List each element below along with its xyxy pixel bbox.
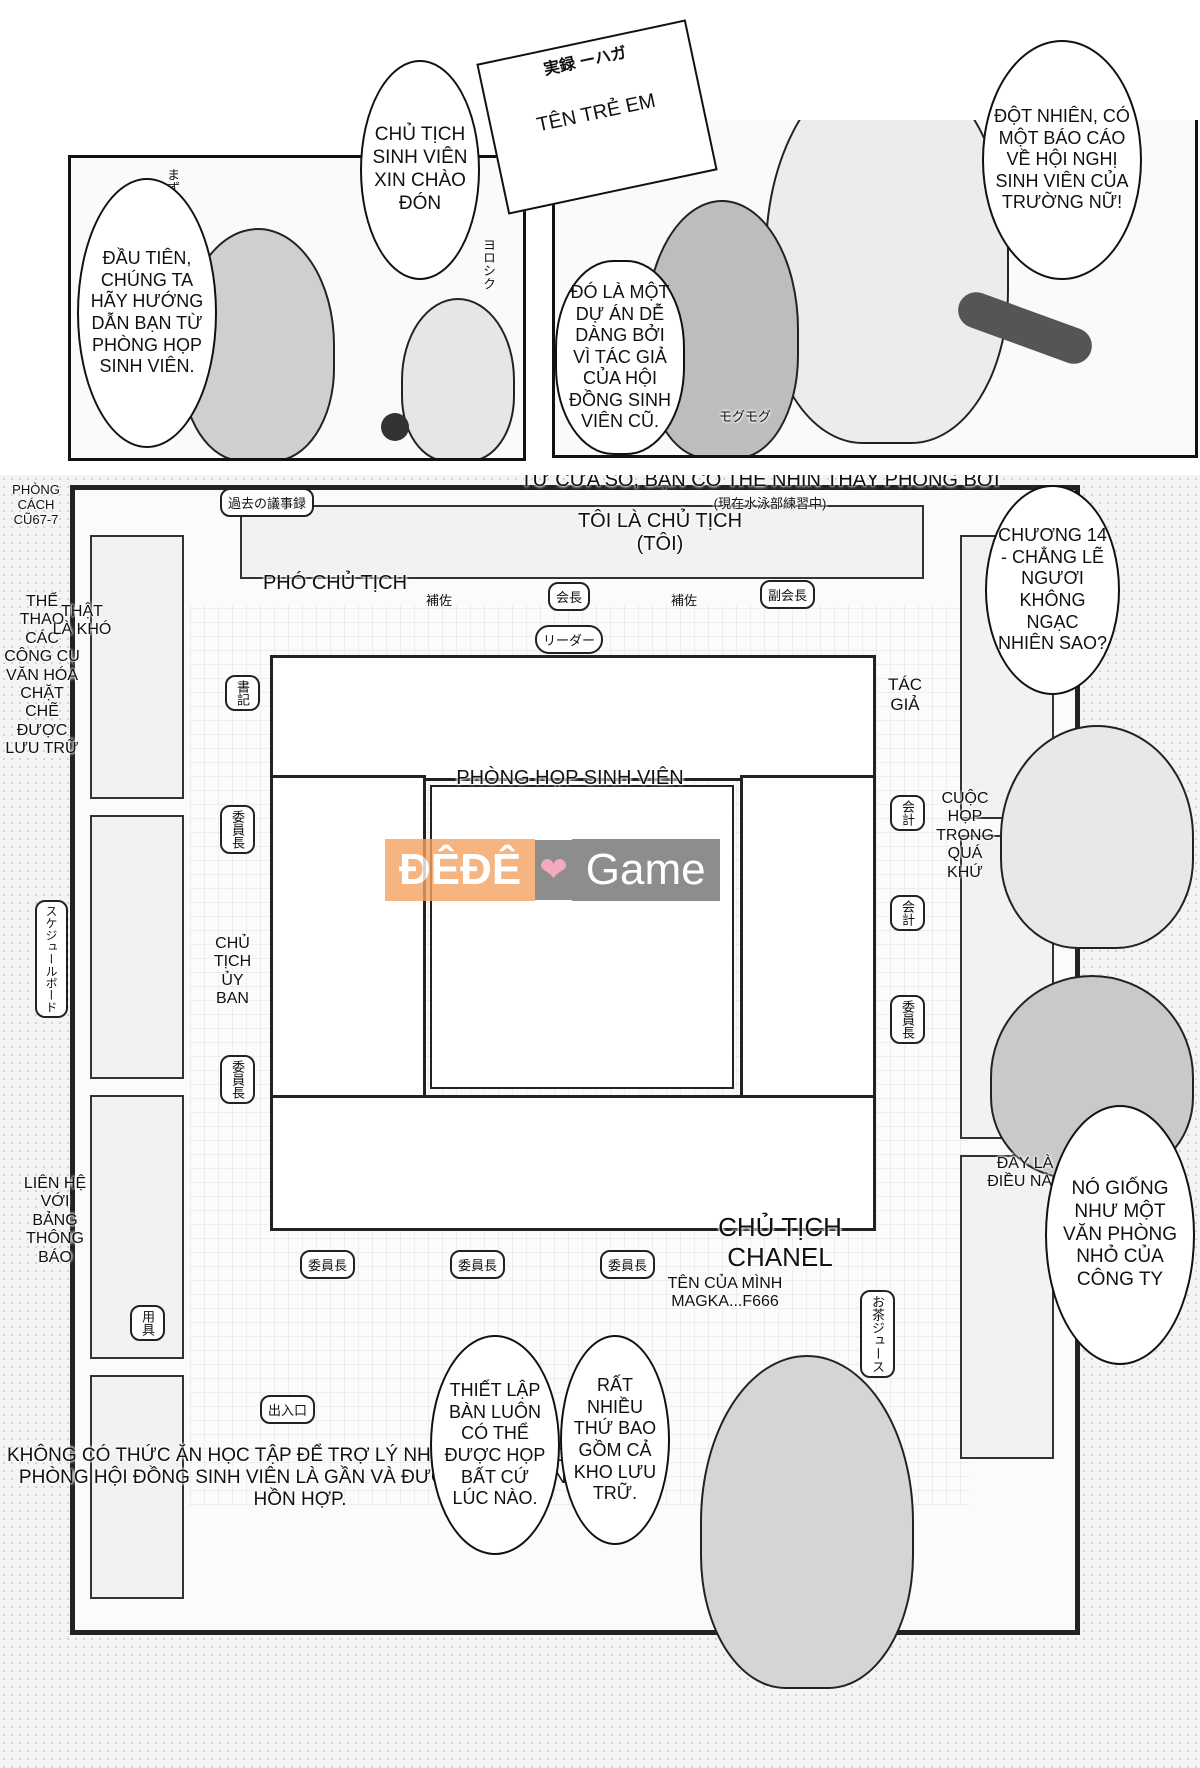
microphone-icon — [381, 413, 409, 441]
seat-member-bottom-2: 委員長 — [450, 1250, 506, 1279]
desk-right — [740, 775, 876, 1101]
committee-chair-label: CHỦ TỊCH ỦY BAN — [213, 935, 252, 1008]
speech-bubble-report: ĐỘT NHIÊN, CÓ MỘT BÁO CÁO VỀ HỘI NGHỊ SI… — [982, 40, 1142, 280]
desk-left — [270, 775, 426, 1101]
seat-accounting-1: 会計 — [890, 795, 925, 831]
name-label: TÊN CỦA MÌNH MAGKA...F666 — [667, 1275, 783, 1311]
speech-bubble-setup: THIẾT LẬP BÀN LUÔN CÓ THỂ ĐƯỢC HỌP BẤT C… — [430, 1335, 560, 1555]
president-self-label: TÔI LÀ CHỦ TỊCH (TÔI) — [577, 510, 743, 555]
speech-bubble-guide: ĐẦU TIÊN, CHÚNG TA HÃY HƯỚNG DẪN BẠN TỪ … — [77, 178, 217, 448]
past-meeting-label: CUỘC HỌP TRONG QUÁ KHỨ — [936, 790, 994, 881]
speech-bubble-chapter: CHƯƠNG 14 - CHẲNG LẼ NGƯƠI KHÔNG NGẠC NH… — [985, 485, 1120, 695]
seat-vice-president: 副会長 — [760, 580, 816, 609]
minutes-tag: 過去の議事録 — [220, 488, 315, 517]
desk-center-opening — [430, 785, 734, 1089]
seat-member-left-1: 委員長 — [220, 805, 255, 854]
room-title-label: PHÒNG HỌP SINH VIÊN — [456, 767, 684, 789]
seat-member-bottom-1: 委員長 — [300, 1250, 356, 1279]
sports-storage-label: THỂ THAO CÁC CÔNG CỤ VĂN HÓA CHẶT CHẼ ĐƯ… — [4, 593, 80, 758]
left-shelf-2 — [90, 815, 184, 1079]
left-shelf-4 — [90, 1375, 184, 1599]
speech-bubble-office: NÓ GIỐNG NHƯ MỘT VĂN PHÒNG NHỎ CỦA CÔNG … — [1045, 1105, 1195, 1365]
seat-member-left-2: 委員長 — [220, 1055, 255, 1104]
author-label: TÁC GIẢ — [888, 675, 922, 714]
that-la-kho-label: THẬT LÀ KHÓ — [52, 603, 112, 639]
seat-assistant-right: 補佐 — [671, 593, 698, 608]
seat-assistant-left: 補佐 — [426, 593, 453, 608]
site-watermark: ĐÊĐÊ ❤ Game — [385, 830, 815, 910]
juice-tag: お茶ジュース — [860, 1290, 895, 1378]
sfx-mogu: モグモグ — [718, 409, 771, 424]
watermark-left: ĐÊĐÊ — [385, 839, 536, 901]
seat-member-right: 委員長 — [890, 995, 925, 1044]
character-map-chair — [700, 1355, 914, 1689]
contact-board-label: LIÊN HỆ VỚI BẢNG THÔNG BÁO — [23, 1175, 87, 1266]
seat-member-bottom-3: 委員長 — [600, 1250, 656, 1279]
old-room-label: PHÒNG CÁCH CŨ67-7 — [12, 482, 60, 527]
speech-bubble-many-items: RẤT NHIỀU THỨ BAO GỒM CẢ KHO LƯU TRỮ. — [560, 1335, 670, 1545]
seat-leader: リーダー — [535, 625, 604, 654]
seat-secretary: 書記 — [225, 675, 260, 711]
tools-tag: 用具 — [130, 1305, 165, 1341]
sign-text-vn: TÊN TRẺ EM — [534, 89, 658, 137]
watermark-right: Game — [571, 839, 720, 901]
character-map-cat-girl — [1000, 725, 1194, 949]
desk-top — [270, 655, 876, 781]
sfx-yoroshiku: ヨロシク — [481, 238, 496, 290]
seat-accounting-2: 会計 — [890, 895, 925, 931]
vice-president-label: PHÓ CHỦ TỊCH — [262, 572, 408, 594]
exit-tag: 出入口 — [260, 1395, 316, 1424]
speech-bubble-president-welcome: CHỦ TỊCH SINH VIÊN XIN CHÀO ĐÓN — [360, 60, 480, 280]
here-label: ĐÂY LÀ ĐIỀU NÀY — [987, 1155, 1063, 1191]
desk-bottom — [270, 1095, 876, 1231]
panel-room-map: 会長 副会長 補佐 補佐 リーダー 書記 委員長 委員長 会計 会計 委員長 委… — [0, 475, 1200, 1768]
window-note-sub: (現在水泳部練習中) — [713, 496, 827, 511]
seat-president: 会長 — [548, 582, 591, 611]
watermark-heart-icon: ❤ — [535, 840, 572, 900]
schedule-board-tag: スケジュールボード — [35, 900, 68, 1018]
top-shelf — [240, 505, 924, 579]
window-note: TỪ CỬA SỔ, BẠN CÓ THỂ NHÌN THẤY PHÒNG BƠ… — [520, 475, 1000, 491]
character-cat-ear-reporter — [401, 298, 515, 458]
sign-text-jp: 実録 ーハガ — [542, 44, 629, 79]
chanel-label: CHỦ TỊCH CHANEL — [718, 1212, 842, 1272]
left-shelf-1 — [90, 535, 184, 799]
right-shelf-3 — [960, 1155, 1054, 1459]
character-cat-ear-tall — [765, 120, 1009, 444]
speech-bubble-project: ĐÓ LÀ MỘT DỰ ÁN DỄ DÀNG BỞI VÌ TÁC GIẢ C… — [555, 260, 685, 455]
